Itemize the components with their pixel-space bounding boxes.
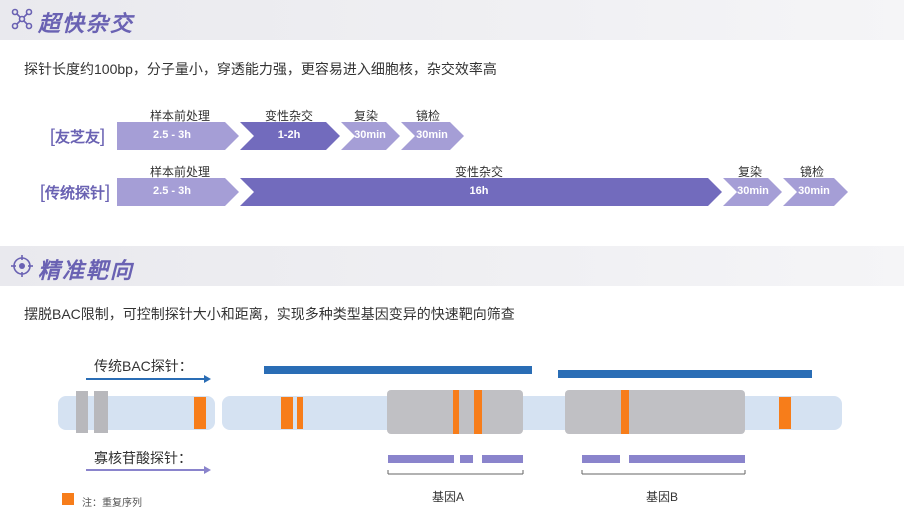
oligo-probe-a-3 (482, 455, 523, 463)
row1-step2-duration: 1-2h (277, 129, 301, 141)
row2-step3-name: 复染 (737, 165, 762, 179)
section-title-hybrid: 超快杂交 (38, 11, 135, 36)
row2-step1-arrow (117, 178, 239, 206)
bac-probe-arrow (86, 375, 211, 383)
target-description: 摆脱BAC限制，可控制探针大小和距离，实现多种类型基因变异的快速靶向筛查 (24, 306, 515, 322)
row1-step4-name: 镜检 (415, 109, 440, 123)
row1-step1-duration: 2.5 - 3h (153, 129, 191, 141)
row-label-traditional-probe: [传统探针] (40, 182, 111, 202)
row2-step4-arrow (783, 178, 848, 206)
repeat-sequence (281, 397, 293, 429)
legend-repeat-swatch (62, 493, 74, 505)
gene-a-label: 基因A (432, 490, 465, 504)
row1-step1-arrow (117, 122, 239, 150)
chromosome-segment-right (222, 396, 842, 430)
row2-step1-duration: 2.5 - 3h (153, 185, 191, 197)
row1-step2-name: 变性杂交 (264, 109, 313, 123)
gene-b-label: 基因B (646, 490, 679, 504)
row1-step3-name: 复染 (353, 109, 378, 123)
oligo-probe-a-2 (460, 455, 473, 463)
repeat-sequence (194, 397, 206, 429)
row1-step4-duration: 30min (416, 129, 448, 141)
row1-step4-arrow (401, 122, 464, 150)
oligo-probe-arrow (86, 466, 211, 474)
target-crosshair-icon (11, 255, 33, 277)
oligo-probe-label: 寡核苷酸探针： (94, 450, 192, 466)
legend-repeat-label: 注：重复序列 (82, 498, 142, 509)
row1-step2-arrow (240, 122, 340, 150)
hybrid-description: 探针长度约100bp，分子量小，穿透能力强，更容易进入细胞核，杂交效率高 (24, 61, 497, 77)
section-header-target (0, 246, 904, 286)
row2-step3-arrow (723, 178, 782, 206)
oligo-probe-a-1 (388, 455, 454, 463)
gene-b-block (565, 390, 745, 434)
row1-step1-name: 样本前处理 (149, 109, 210, 123)
repeat-sequence (474, 390, 482, 434)
gene-a-span (387, 470, 524, 475)
section-header-hybrid (0, 0, 904, 40)
row2-step2-duration: 16h (469, 185, 489, 197)
molecule-icon (11, 8, 33, 30)
bac-probe-bar-b (558, 370, 812, 378)
repeat-sequence (621, 390, 629, 434)
row-label-youzhiyou: [友芝友] (50, 126, 106, 146)
centromere-band-1 (76, 391, 88, 433)
row1-step3-duration: 30min (354, 129, 386, 141)
row2-step2-arrow (240, 178, 722, 206)
row2-step2-name: 变性杂交 (454, 165, 503, 179)
row2-step1-name: 样本前处理 (149, 165, 210, 179)
row1-step3-arrow (341, 122, 400, 150)
section-title-target: 精准靶向 (38, 258, 135, 283)
gene-b-span (581, 470, 746, 475)
oligo-probe-b-1 (582, 455, 620, 463)
repeat-sequence (453, 390, 459, 434)
bac-probe-bar-a (264, 366, 532, 374)
row2-step4-duration: 30min (798, 185, 830, 197)
row2-step4-name: 镜检 (799, 165, 824, 179)
repeat-sequence (297, 397, 303, 429)
bac-probe-label: 传统BAC探针： (94, 358, 193, 374)
row2-step3-duration: 30min (737, 185, 769, 197)
repeat-sequence (779, 397, 791, 429)
oligo-probe-b-2 (629, 455, 745, 463)
centromere-band-2 (94, 391, 108, 433)
